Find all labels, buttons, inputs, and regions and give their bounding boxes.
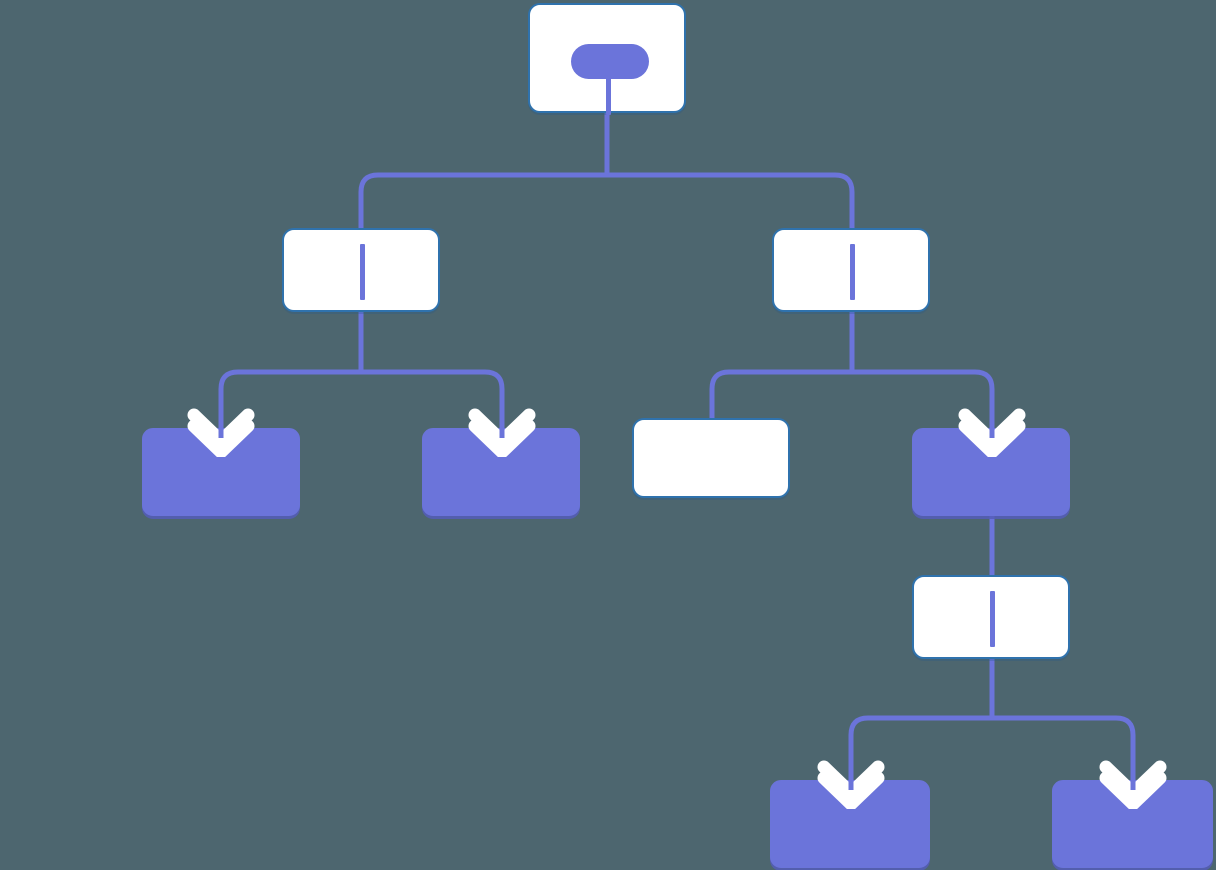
- edge-n1-n3: [607, 172, 855, 232]
- edge-n8-n10: [992, 715, 1136, 784]
- node-leaf-2[interactable]: [422, 428, 580, 516]
- through-line: [990, 591, 995, 647]
- node-leaf-4[interactable]: [770, 780, 930, 868]
- edge-n8-n9: [848, 715, 992, 784]
- node-leaf-3[interactable]: [912, 428, 1070, 516]
- root-pill-stem: [606, 75, 611, 115]
- node-leaf-1[interactable]: [142, 428, 300, 516]
- edge-n2-n5: [361, 369, 505, 432]
- node-level3-plain[interactable]: [632, 418, 790, 498]
- node-leaf-5[interactable]: [1052, 780, 1213, 868]
- node-level2-left[interactable]: [282, 228, 440, 312]
- through-line: [850, 244, 855, 300]
- through-line: [360, 244, 365, 300]
- edge-n2-n4: [218, 369, 361, 432]
- root-pill-badge: [571, 44, 649, 79]
- node-root[interactable]: [528, 3, 686, 115]
- edge-n1-n2: [358, 172, 607, 232]
- node-level2-right[interactable]: [772, 228, 930, 312]
- node-level4[interactable]: [912, 575, 1070, 659]
- edge-n3-n6: [709, 369, 852, 422]
- edge-n3-n7: [852, 369, 995, 432]
